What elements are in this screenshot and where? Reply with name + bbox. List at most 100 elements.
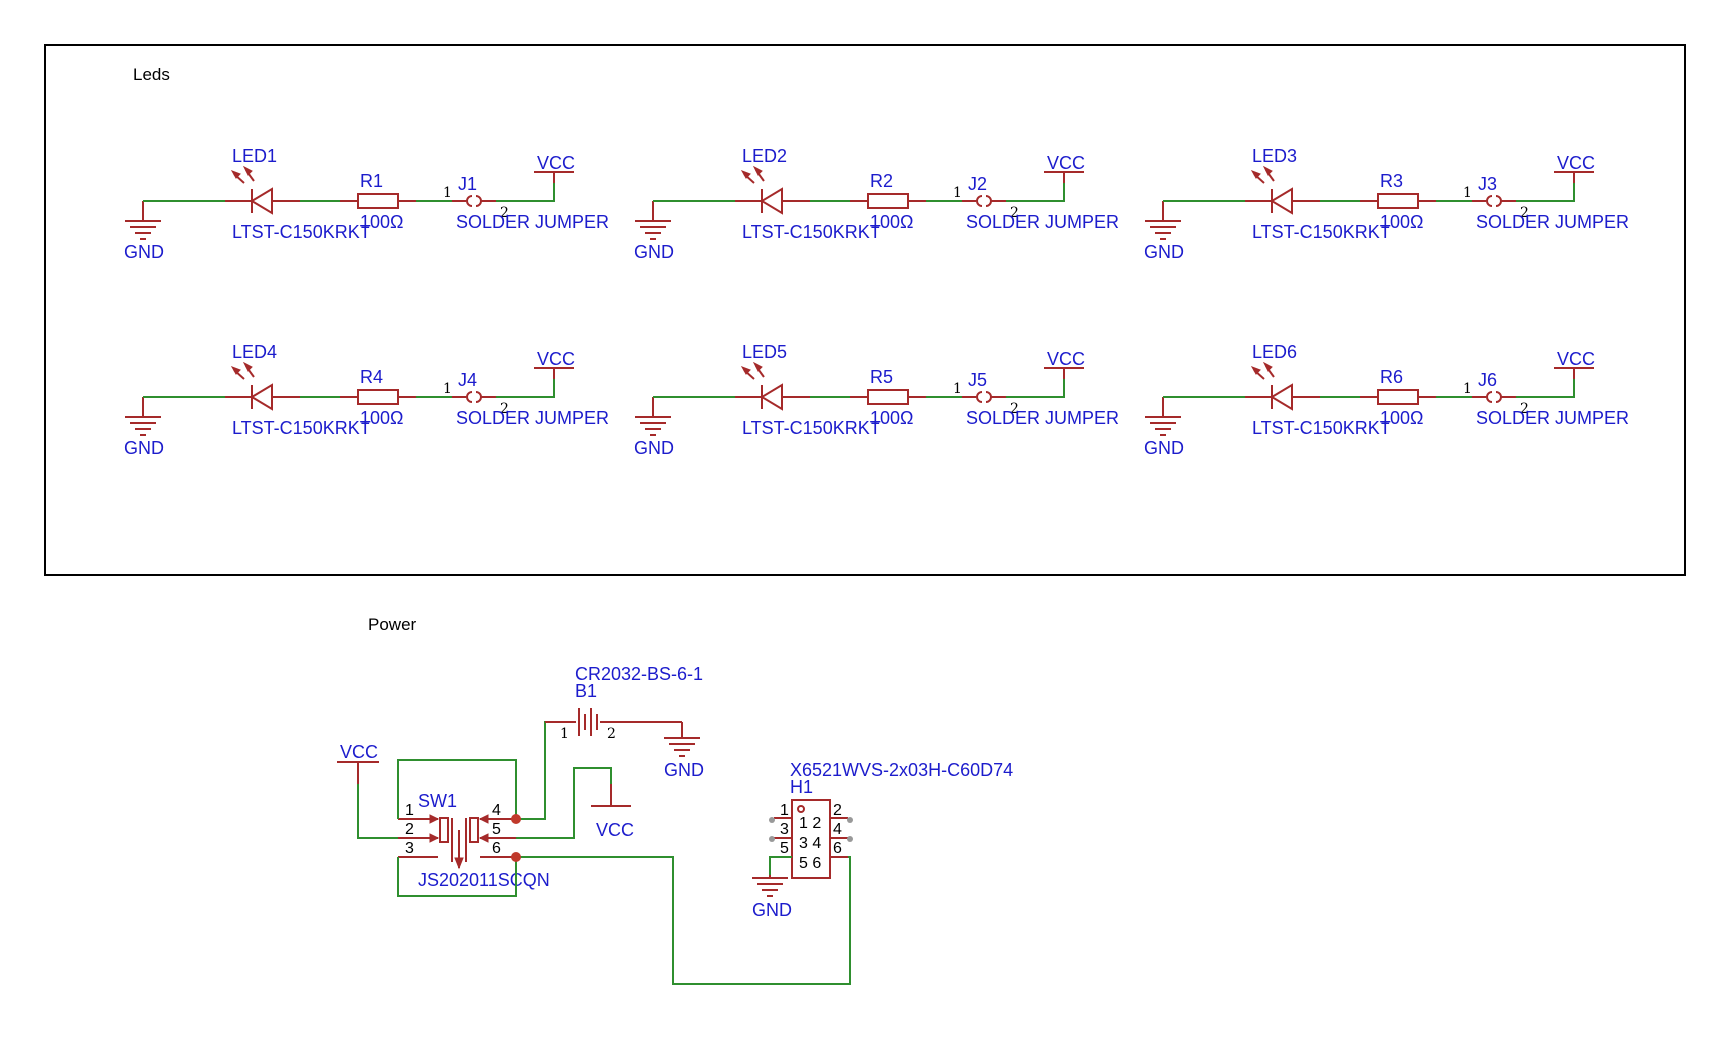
vcc-label: VCC [1047, 153, 1085, 173]
jumper-part: SOLDER JUMPER [1476, 212, 1629, 232]
resistor-value: 100Ω [870, 212, 914, 232]
led-ref: LED3 [1252, 146, 1297, 166]
led-ref: LED5 [742, 342, 787, 362]
resistor-value: 100Ω [870, 408, 914, 428]
jumper-pin-1: 1 [953, 185, 962, 201]
resistor-value: 100Ω [360, 408, 404, 428]
switch-pin-1: 1 [405, 802, 414, 819]
led-part: LTST-C150KRKT [232, 418, 371, 438]
header-pin-6: 6 [833, 840, 842, 857]
header-inner-row-1: 1 2 [799, 815, 821, 832]
led-part: LTST-C150KRKT [232, 222, 371, 242]
header-gnd-symbol: GND [752, 875, 792, 920]
junction-sw-pin6 [511, 852, 521, 862]
gnd-label: GND [634, 242, 674, 262]
jumper-pin-2: 2 [500, 205, 509, 221]
gnd-label: GND [124, 438, 164, 458]
header-pin-5: 5 [780, 840, 789, 857]
header-nc-dot-left-2 [769, 836, 775, 842]
resistor-ref: R1 [360, 171, 383, 191]
jumper-ref: J4 [458, 370, 477, 390]
jumper-part: SOLDER JUMPER [966, 212, 1119, 232]
vcc-label: VCC [1047, 349, 1085, 369]
gnd-label: GND [1144, 242, 1184, 262]
header-ref: H1 [790, 777, 813, 797]
jumper-pin-1: 1 [443, 381, 452, 397]
header-pin-3: 3 [780, 821, 789, 838]
jumper-pin-1: 1 [1463, 185, 1472, 201]
led-ref: LED2 [742, 146, 787, 166]
jumper-part: SOLDER JUMPER [456, 408, 609, 428]
gnd-label: GND [634, 438, 674, 458]
battery-b1: CR2032-BS-6-1 B1 1 2 [545, 664, 703, 742]
resistor-value: 100Ω [1380, 408, 1424, 428]
battery-pin-1: 1 [560, 726, 569, 742]
header-pin-2: 2 [833, 802, 842, 819]
jumper-ref: J5 [968, 370, 987, 390]
vcc-label: VCC [537, 153, 575, 173]
jumper-pin-1: 1 [443, 185, 452, 201]
jumper-ref: J1 [458, 174, 477, 194]
header-inner-row-3: 5 6 [799, 855, 821, 872]
header-nc-dot-left-1 [769, 817, 775, 823]
switch-pin-4: 4 [492, 802, 501, 819]
header-nc-dot-right-2 [847, 836, 853, 842]
header-inner-row-2: 3 4 [799, 835, 821, 852]
jumper-pin-1: 1 [1463, 381, 1472, 397]
jumper-ref: J6 [1478, 370, 1497, 390]
vcc-symbol-left: VCC [337, 742, 379, 784]
led-ref: LED1 [232, 146, 277, 166]
jumper-pin-2: 2 [1520, 401, 1529, 417]
leds-frame [44, 44, 1686, 576]
jumper-ref: J3 [1478, 174, 1497, 194]
switch-pin-2: 2 [405, 821, 414, 838]
led-ref: LED4 [232, 342, 277, 362]
power-section-title: Power [368, 615, 417, 634]
leds-section-title: Leds [133, 65, 170, 84]
vcc-left-label: VCC [340, 742, 378, 762]
led-ref: LED6 [1252, 342, 1297, 362]
vcc-label: VCC [1557, 349, 1595, 369]
header-gnd-label: GND [752, 900, 792, 920]
power-section: VCC SW1 JS202011SCQN 1 2 3 [337, 664, 1013, 985]
gnd-label: GND [124, 242, 164, 262]
resistor-ref: R2 [870, 171, 893, 191]
jumper-pin-2: 2 [1010, 205, 1019, 221]
jumper-part: SOLDER JUMPER [456, 212, 609, 232]
header-part: X6521WVS-2x03H-C60D74 [790, 760, 1013, 780]
jumper-pin-2: 2 [1010, 401, 1019, 417]
switch-pin-5: 5 [492, 821, 501, 838]
vcc-right-label: VCC [596, 820, 634, 840]
battery-pin-2: 2 [607, 726, 616, 742]
resistor-ref: R6 [1380, 367, 1403, 387]
switch-pin-3: 3 [405, 840, 414, 857]
led-part: LTST-C150KRKT [1252, 222, 1391, 242]
battery-ref: B1 [575, 681, 597, 701]
switch-ref: SW1 [418, 791, 457, 811]
jumper-part: SOLDER JUMPER [1476, 408, 1629, 428]
resistor-ref: R5 [870, 367, 893, 387]
jumper-part: SOLDER JUMPER [966, 408, 1119, 428]
jumper-pin-1: 1 [953, 381, 962, 397]
header-pin-4: 4 [833, 821, 842, 838]
resistor-value: 100Ω [1380, 212, 1424, 232]
jumper-pin-2: 2 [1520, 205, 1529, 221]
header-pin-1: 1 [780, 802, 789, 819]
led-part: LTST-C150KRKT [742, 222, 881, 242]
gnd-label: GND [1144, 438, 1184, 458]
header-nc-dot-right-1 [847, 817, 853, 823]
jumper-ref: J2 [968, 174, 987, 194]
switch-pin-6: 6 [492, 840, 501, 857]
switch-sw1: SW1 JS202011SCQN 1 2 3 4 5 [398, 791, 550, 890]
vcc-label: VCC [537, 349, 575, 369]
header-h1: X6521WVS-2x03H-C60D74 H1 1 2 3 4 5 6 1 2… [769, 760, 1013, 879]
vcc-symbol-right: VCC [591, 784, 634, 840]
